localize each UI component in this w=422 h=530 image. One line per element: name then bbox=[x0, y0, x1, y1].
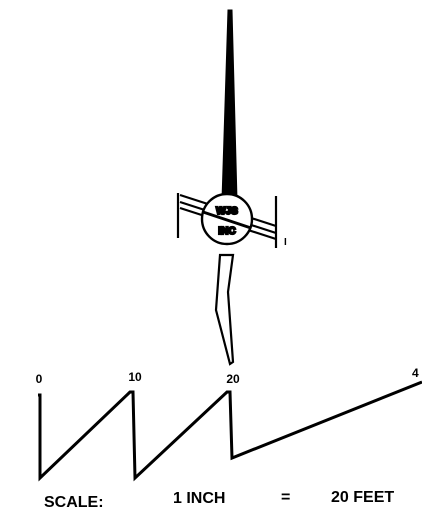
scale-tick-label-0: 0 bbox=[36, 372, 43, 386]
scale-bar-line bbox=[38, 380, 422, 482]
scale-tick-label-20: 20 bbox=[226, 372, 240, 386]
north-arrow-needle bbox=[221, 9, 238, 201]
north-arrow-tail bbox=[214, 253, 235, 366]
scale-ratio-right: 20 FEET bbox=[331, 489, 394, 506]
north-arrow-side-mark: I bbox=[284, 237, 287, 248]
north-arrow: WJS INC I bbox=[176, 9, 287, 366]
scale-text: SCALE: 1 INCH = 20 FEET bbox=[44, 489, 394, 511]
scale-prefix: SCALE: bbox=[44, 494, 104, 511]
seal-text-line2: INC bbox=[218, 226, 235, 237]
scale-ratio-left: 1 INCH bbox=[173, 490, 225, 507]
scale-bar: 0 10 20 4 bbox=[36, 366, 422, 482]
scale-tick-label-10: 10 bbox=[128, 370, 142, 384]
scale-equals: = bbox=[281, 489, 290, 506]
seal-text-line1: WJS bbox=[216, 206, 238, 217]
scale-tick-label-40: 4 bbox=[412, 366, 419, 380]
company-seal-band bbox=[202, 210, 252, 230]
